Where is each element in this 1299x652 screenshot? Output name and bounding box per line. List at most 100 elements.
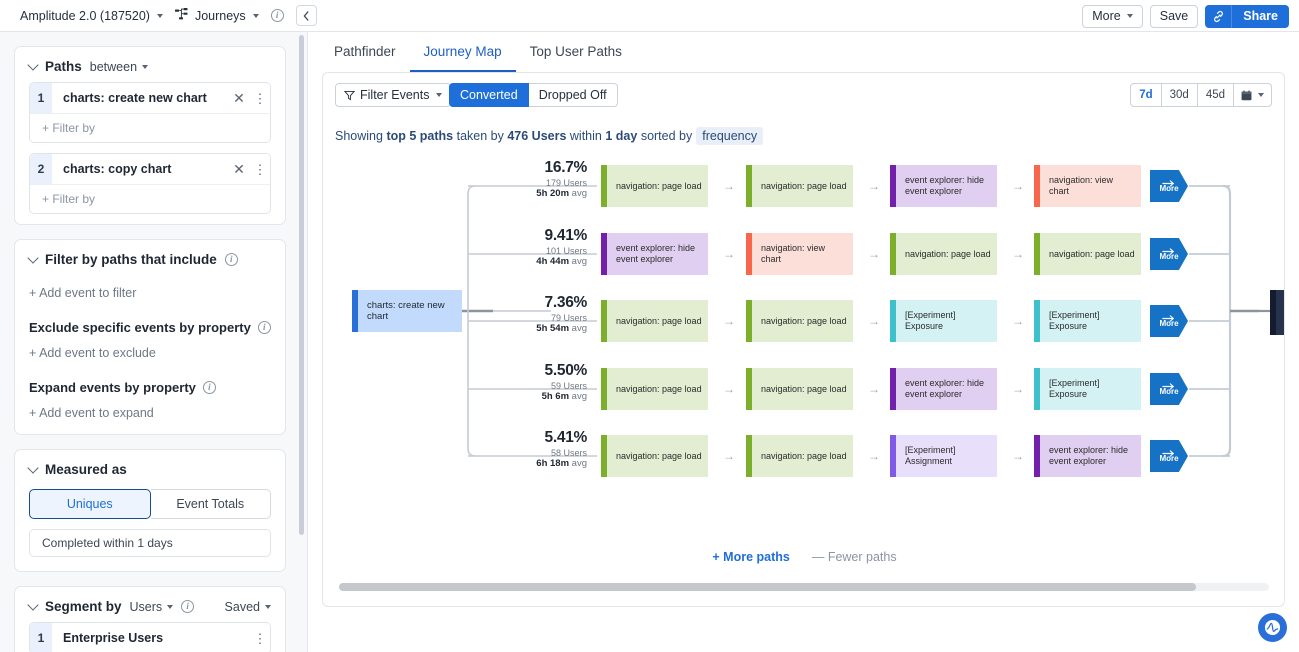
path-event-row[interactable]: 1 charts: create new chart ✕ ⋮ <box>30 83 270 113</box>
journey-event-node[interactable]: navigation: page load <box>601 300 708 342</box>
measured-as-header[interactable]: Measured as <box>15 450 285 485</box>
more-steps-node[interactable]: More <box>1150 440 1188 472</box>
more-steps-node[interactable]: More <box>1150 170 1188 202</box>
journey-event-node[interactable]: event explorer: hide event explorer <box>601 233 708 275</box>
sort-by-chip[interactable]: frequency <box>696 127 764 145</box>
showing-within: within <box>569 129 602 143</box>
project-selector[interactable]: Amplitude 2.0 (187520) <box>14 6 169 26</box>
more-button[interactable]: More <box>1082 4 1143 28</box>
journey-event-node[interactable]: [Experiment] Exposure <box>1034 300 1141 342</box>
remove-event-icon[interactable]: ✕ <box>233 160 245 177</box>
path-percentage: 5.50% <box>544 362 588 379</box>
measure-uniques-button[interactable]: Uniques <box>29 489 151 519</box>
journey-event-node[interactable]: navigation: page load <box>890 233 997 275</box>
tab-top-user-paths[interactable]: Top User Paths <box>529 43 622 59</box>
paths-card-header[interactable]: Paths between <box>15 47 285 82</box>
journey-event-node[interactable]: event explorer: hide event explorer <box>1034 435 1141 477</box>
fewer-paths-button[interactable]: — Fewer paths <box>811 550 897 564</box>
tab-pathfinder[interactable]: Pathfinder <box>334 43 396 59</box>
more-paths-button[interactable]: + More paths <box>712 550 790 564</box>
add-event-to-exclude[interactable]: + Add event to exclude <box>29 346 156 360</box>
journey-event-node[interactable]: navigation: view chart <box>746 233 853 275</box>
showing-users: 476 Users <box>507 129 567 143</box>
panel-toolbar: Filter Events Converted Dropped Off 7d 3… <box>323 73 1284 117</box>
journey-event-node[interactable]: navigation: page load <box>746 165 853 207</box>
journey-event-node[interactable]: navigation: page load <box>746 435 853 477</box>
segment-scope-dropdown[interactable]: Users <box>130 600 174 614</box>
journey-event-node[interactable]: navigation: page load <box>746 300 853 342</box>
journey-event-node[interactable]: event explorer: hide event explorer <box>890 368 997 410</box>
paths-title: Paths <box>45 59 82 74</box>
step-arrow-icon: → <box>1012 449 1024 463</box>
more-steps-node[interactable]: More <box>1150 238 1188 270</box>
step-arrow-icon: → <box>868 449 880 463</box>
exclude-section-title: Exclude specific events by property i <box>29 300 271 335</box>
paths-mode-dropdown[interactable]: between <box>90 60 149 74</box>
event-menu-icon[interactable]: ⋮ <box>253 162 267 177</box>
sidebar-scrollbar[interactable] <box>299 35 304 535</box>
segment-saved-dropdown[interactable]: Saved <box>225 600 271 614</box>
segment-by-header[interactable]: Segment by Users i Saved <box>15 587 285 622</box>
measure-event-totals-button[interactable]: Event Totals <box>150 489 271 519</box>
add-filter-by[interactable]: + Filter by <box>30 184 270 213</box>
scrollbar-thumb[interactable] <box>339 583 1196 591</box>
more-label: More <box>1159 251 1179 261</box>
filter-events-label: Filter Events <box>360 88 430 102</box>
amplitude-help-button[interactable] <box>1258 613 1287 642</box>
path-percentage: 5.41% <box>544 429 588 446</box>
converted-button[interactable]: Converted <box>449 83 529 107</box>
journey-event-node[interactable]: [Experiment] Exposure <box>1034 368 1141 410</box>
journey-event-node[interactable]: navigation: page load <box>601 368 708 410</box>
journey-event-node[interactable]: navigation: view chart <box>1034 165 1141 207</box>
save-button[interactable]: Save <box>1149 4 1199 28</box>
info-icon[interactable]: i <box>202 381 216 394</box>
journey-event-node[interactable]: [Experiment] Exposure <box>890 300 997 342</box>
journey-event-node[interactable]: navigation: page load <box>1034 233 1141 275</box>
journey-event-node[interactable]: navigation: page load <box>601 165 708 207</box>
event-menu-icon[interactable]: ⋮ <box>253 91 267 106</box>
range-7d-button[interactable]: 7d <box>1130 83 1162 107</box>
showing-top-paths: top 5 paths <box>386 129 454 143</box>
more-steps-node[interactable]: More <box>1150 305 1188 337</box>
date-picker-button[interactable] <box>1234 83 1272 107</box>
info-icon[interactable]: i <box>181 600 195 613</box>
journeys-selector[interactable]: Journeys <box>169 5 265 27</box>
share-button[interactable]: Share <box>1232 4 1289 28</box>
range-45d-button[interactable]: 45d <box>1197 83 1234 107</box>
horizontal-scrollbar[interactable] <box>323 580 1284 594</box>
info-icon[interactable]: i <box>224 253 238 266</box>
segment-row[interactable]: 1 Enterprise Users ⋮ <box>30 623 270 652</box>
info-icon[interactable]: i <box>257 321 271 334</box>
completed-within-field[interactable]: Completed within 1 days <box>29 529 271 557</box>
range-30d-button[interactable]: 30d <box>1161 83 1198 107</box>
add-event-to-expand[interactable]: + Add event to expand <box>29 406 154 420</box>
add-filter-by[interactable]: + Filter by <box>30 113 270 142</box>
end-node[interactable]: charts: copy chart <box>1270 290 1284 335</box>
step-arrow-icon: → <box>723 179 735 193</box>
remove-event-icon[interactable]: ✕ <box>233 89 245 106</box>
filters-card-header[interactable]: Filter by paths that include i <box>15 240 285 275</box>
segment-menu-icon[interactable]: ⋮ <box>253 631 267 646</box>
segment-by-title: Segment by <box>45 599 122 614</box>
filter-events-button[interactable]: Filter Events <box>335 83 452 107</box>
save-label: Save <box>1159 9 1189 23</box>
tab-bar: Pathfinder Journey Map Top User Paths <box>308 32 1299 72</box>
chevron-down-icon <box>1258 93 1264 97</box>
chevron-left-icon <box>303 10 309 21</box>
journey-event-node[interactable]: navigation: page load <box>746 368 853 410</box>
start-node[interactable]: charts: create new chart <box>352 290 462 332</box>
more-steps-node[interactable]: More <box>1150 373 1188 405</box>
tab-journey-map[interactable]: Journey Map <box>409 32 516 72</box>
add-event-to-filter[interactable]: + Add event to filter <box>29 286 137 300</box>
info-button[interactable]: i <box>265 6 290 25</box>
journey-event-node[interactable]: event explorer: hide event explorer <box>890 165 997 207</box>
copy-link-button[interactable] <box>1205 4 1233 28</box>
path-percentage: 16.7% <box>544 159 588 176</box>
step-arrow-icon: → <box>1012 247 1024 261</box>
collapse-sidebar-button[interactable] <box>296 5 317 26</box>
journey-event-node[interactable]: [Experiment] Assignment <box>890 435 997 477</box>
dropped-off-button[interactable]: Dropped Off <box>528 83 618 107</box>
path-event-row[interactable]: 2 charts: copy chart ✕ ⋮ <box>30 154 270 184</box>
journey-event-node[interactable]: navigation: page load <box>601 435 708 477</box>
